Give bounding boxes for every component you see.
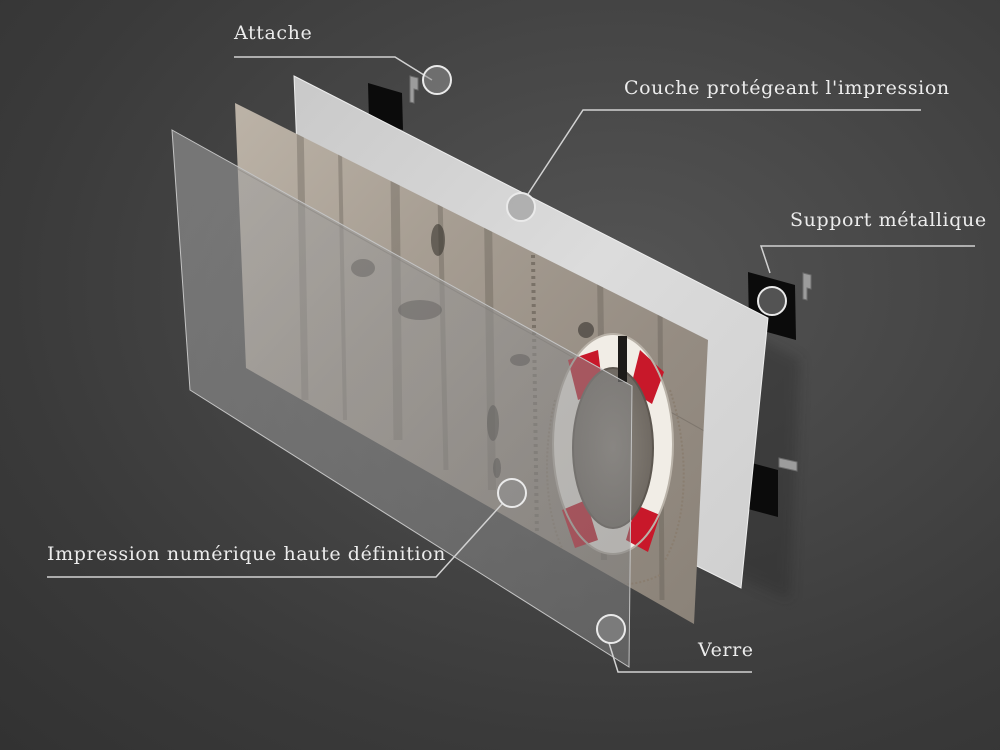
marker-impression	[497, 478, 527, 508]
hook-attachments	[409, 75, 812, 472]
label-couche-protection: Couche protégeant l'impression	[624, 77, 950, 99]
label-support-metallique: Support métallique	[790, 209, 987, 231]
marker-attache	[422, 65, 452, 95]
label-attache: Attache	[234, 22, 313, 44]
marker-support	[757, 286, 787, 316]
label-verre: Verre	[698, 639, 754, 661]
glass-panel	[171, 129, 633, 668]
label-impression-numerique: Impression numérique haute définition	[47, 543, 447, 565]
leader-lines	[47, 56, 975, 673]
callout-markers	[422, 65, 787, 644]
marker-verre	[596, 614, 626, 644]
marker-couche	[506, 192, 536, 222]
